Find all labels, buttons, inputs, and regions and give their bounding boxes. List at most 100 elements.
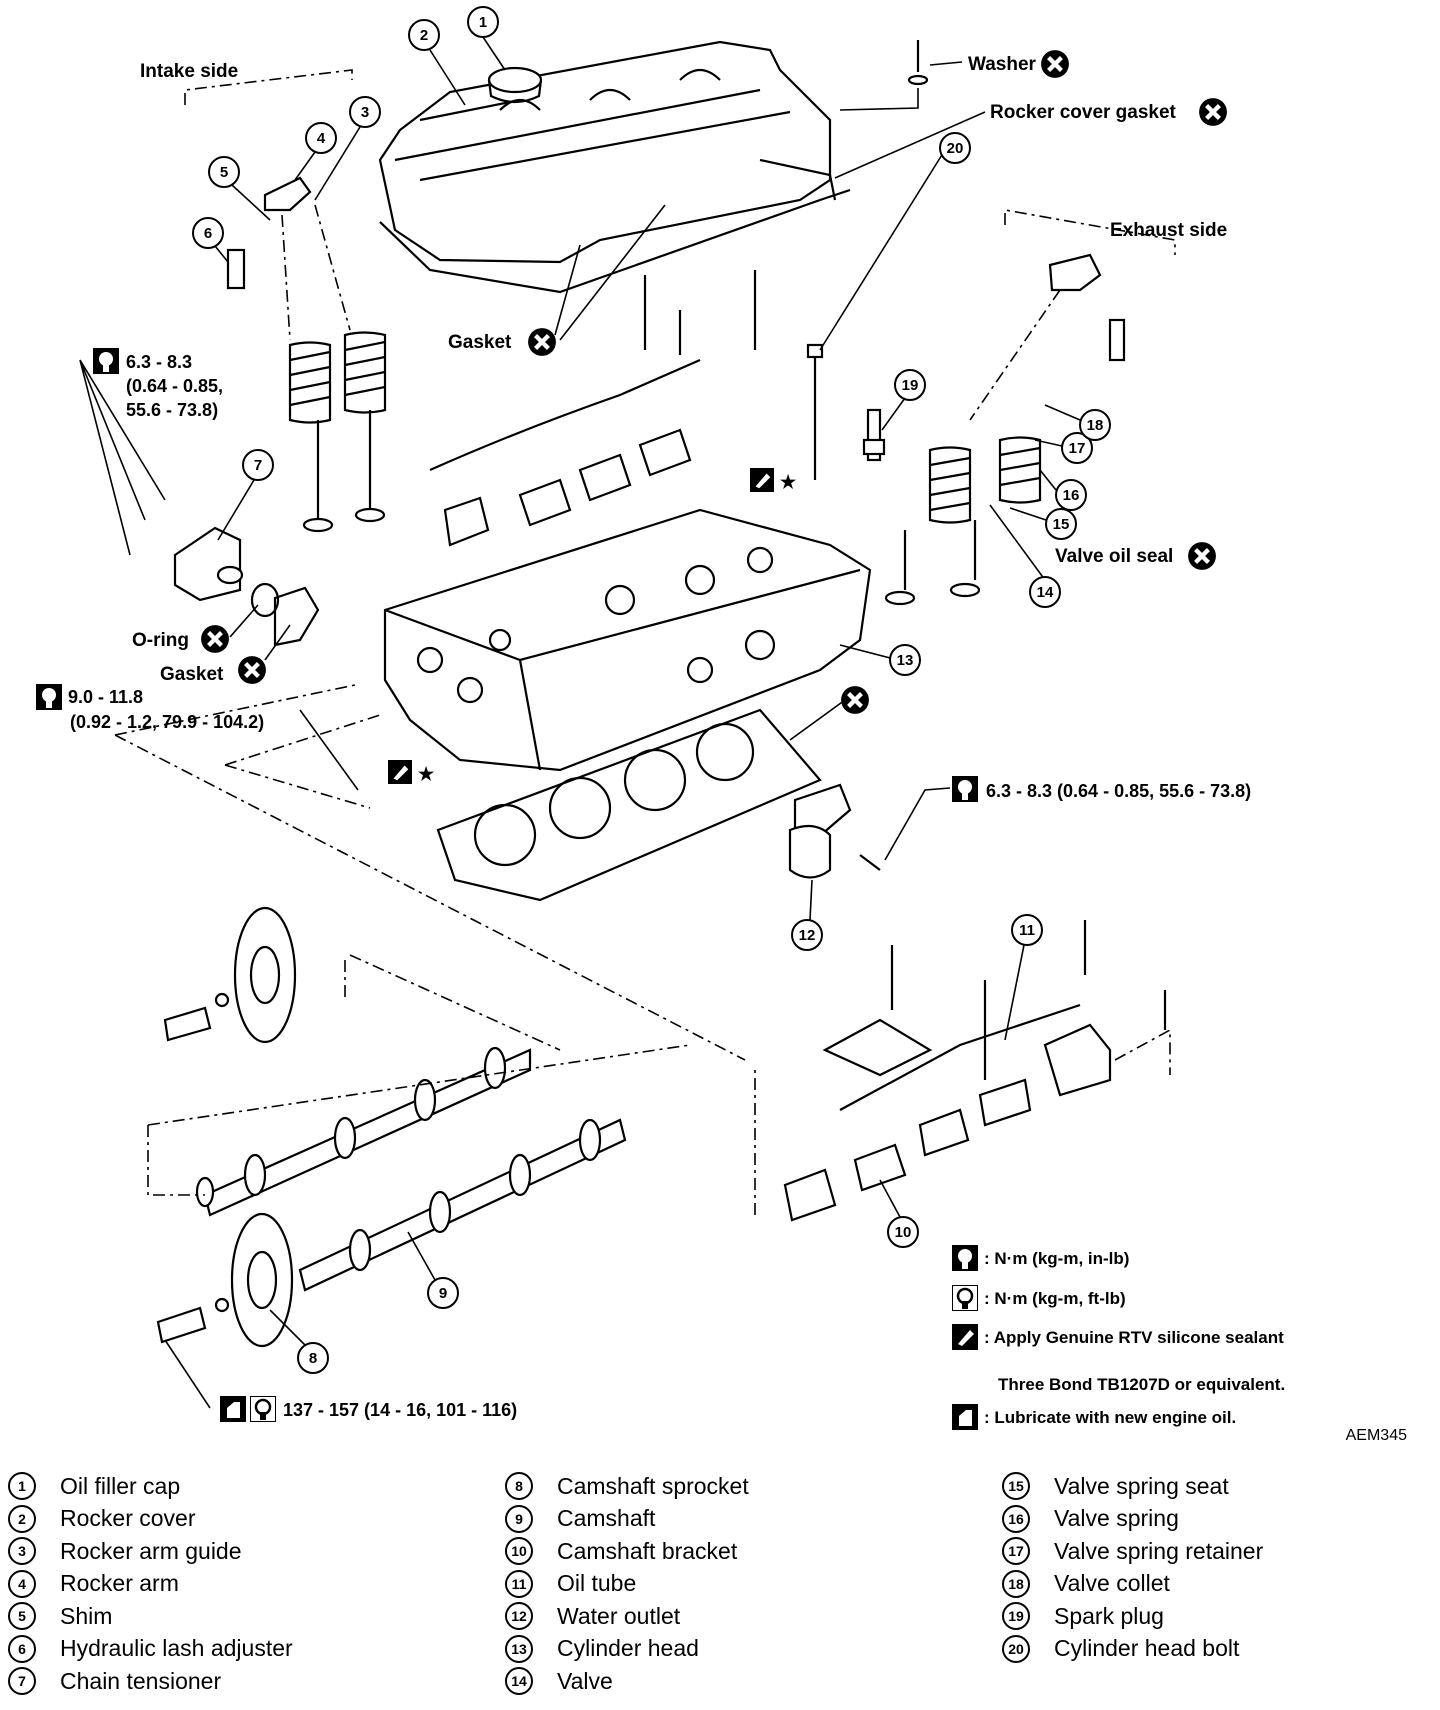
part-name: Camshaft — [557, 1505, 656, 1532]
part-name: Shim — [60, 1602, 113, 1629]
part-number: 18 — [1002, 1569, 1030, 1598]
callout-17: 17 — [1034, 432, 1093, 464]
callout-14: 14 — [1029, 576, 1061, 608]
part-name: Camshaft bracket — [557, 1537, 738, 1564]
callout-5: 5 — [208, 156, 271, 221]
callout-8: 8 — [269, 1309, 329, 1374]
legend-ftlb: : N·m (kg-m, ft-lb) — [984, 1289, 1126, 1308]
discard-icon — [201, 625, 229, 653]
legend-rtv: : Apply Genuine RTV silicone sealant — [984, 1328, 1284, 1347]
part-name: Chain tensioner — [60, 1667, 222, 1694]
part-number: 14 — [505, 1667, 533, 1696]
exhaust-valve-train — [884, 253, 1126, 606]
callout-19: 19 — [881, 369, 926, 431]
part-number: 12 — [505, 1602, 533, 1631]
callout-16: 16 — [1039, 469, 1087, 511]
callout-12: 12 — [791, 879, 823, 951]
part-name: Oil filler cap — [60, 1472, 181, 1499]
torque-ftlb-icon — [250, 1396, 276, 1422]
svg-text:18: 18 — [1087, 417, 1104, 434]
part-number: 5 — [8, 1602, 36, 1631]
svg-text:8: 8 — [309, 1350, 317, 1367]
part-number: 10 — [505, 1537, 533, 1566]
sealant-icon — [388, 760, 412, 784]
lubricate-icon — [220, 1396, 246, 1422]
callout-20: 20 — [939, 132, 971, 164]
list-item: 9 Camshaft — [505, 1503, 985, 1536]
svg-text:14: 14 — [1037, 584, 1054, 601]
part-number: 19 — [1002, 1602, 1030, 1631]
callout-6: 6 — [192, 217, 229, 263]
torque-intake-line1: 6.3 - 8.3 — [126, 352, 192, 372]
camshaft-brackets-upper — [429, 270, 757, 547]
camshaft-brackets-lower — [783, 920, 1167, 1222]
discard-icon — [1199, 98, 1227, 126]
torque-left-line2: (0.92 - 1.2, 79.9 - 104.2) — [70, 712, 264, 732]
svg-text:17: 17 — [1069, 440, 1086, 457]
o-ring-label: O-ring — [132, 630, 189, 651]
callout-4: 4 — [294, 122, 337, 181]
part-number: 9 — [505, 1504, 533, 1533]
callout-11: 11 — [1004, 914, 1043, 1041]
part-name: Camshaft sprocket — [557, 1472, 749, 1499]
legend-sealant-icon — [952, 1324, 978, 1350]
part-number: 20 — [1002, 1634, 1030, 1663]
list-item: 10 Camshaft bracket — [505, 1535, 985, 1568]
oil-filler-cap — [487, 66, 543, 104]
list-item: 20 Cylinder head bolt — [1002, 1633, 1440, 1666]
list-item: 5 Shim — [8, 1600, 488, 1633]
valve-oil-seal-label: Valve oil seal — [1055, 546, 1173, 567]
part-number: 11 — [505, 1569, 533, 1598]
svg-text:3: 3 — [361, 104, 369, 121]
part-name: Rocker cover — [60, 1505, 196, 1532]
cylinder-head-bolt — [806, 149, 946, 480]
svg-text:13: 13 — [897, 652, 914, 669]
torque-intake-line2: (0.64 - 0.85, — [126, 376, 223, 396]
intake-side-label: Intake side — [140, 61, 238, 82]
list-item: 19 Spark plug — [1002, 1600, 1440, 1633]
cylinder-head — [383, 508, 872, 772]
part-name: Valve — [557, 1667, 613, 1694]
torque-inlb-icon — [952, 776, 978, 802]
part-name: Rocker arm — [60, 1570, 179, 1597]
legend-ftlb-icon — [952, 1285, 978, 1311]
callout-10: 10 — [879, 1179, 919, 1248]
rocker-cover-gasket-label: Rocker cover gasket — [990, 102, 1177, 123]
camshaft-sprocket-lower — [156, 1212, 294, 1409]
cylinder-head-gasket — [436, 708, 822, 902]
torque-water-outlet: 6.3 - 8.3 (0.64 - 0.85, 55.6 - 73.8) — [986, 781, 1251, 801]
part-number: 7 — [8, 1667, 36, 1696]
chain-tensioner — [79, 359, 320, 647]
torque-inlb-icon — [36, 684, 62, 710]
svg-text:16: 16 — [1063, 487, 1080, 504]
svg-text:5: 5 — [220, 164, 228, 181]
camshaft-sprocket-upper — [163, 906, 297, 1044]
symbol-legend: : N·m (kg-m, in-lb) : N·m (kg-m, ft-lb) … — [952, 1245, 1285, 1430]
part-name: Spark plug — [1054, 1602, 1164, 1629]
callout-18: 18 — [1044, 404, 1111, 441]
discard-icon — [528, 328, 556, 356]
legend-lubricate-icon — [952, 1404, 978, 1430]
torque-inlb-icon — [93, 348, 119, 374]
svg-text:2: 2 — [420, 27, 428, 44]
part-number: 16 — [1002, 1504, 1030, 1533]
torque-left-line1: 9.0 - 11.8 — [68, 687, 143, 707]
callout-3: 3 — [314, 96, 381, 201]
svg-text:12: 12 — [799, 927, 816, 944]
intake-valve-train — [226, 176, 387, 533]
part-name: Valve spring — [1054, 1505, 1179, 1532]
svg-text:1: 1 — [479, 14, 487, 31]
exploded-diagram: 1 2 3 4 5 6 7 8 9 10 11 12 13 14 15 16 1… — [36, 6, 1407, 1440]
part-number: 3 — [8, 1537, 36, 1566]
part-name: Cylinder head bolt — [1054, 1635, 1240, 1662]
sealant-icon — [750, 468, 774, 492]
part-name: Hydraulic lash adjuster — [60, 1635, 293, 1662]
